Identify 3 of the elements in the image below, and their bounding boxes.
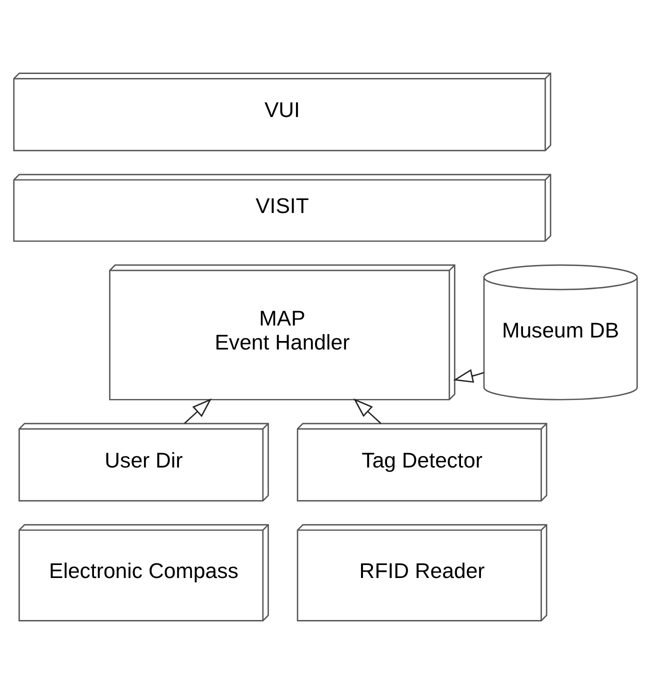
arrow	[353, 398, 382, 424]
arrow	[453, 368, 484, 382]
arrow	[184, 398, 212, 424]
